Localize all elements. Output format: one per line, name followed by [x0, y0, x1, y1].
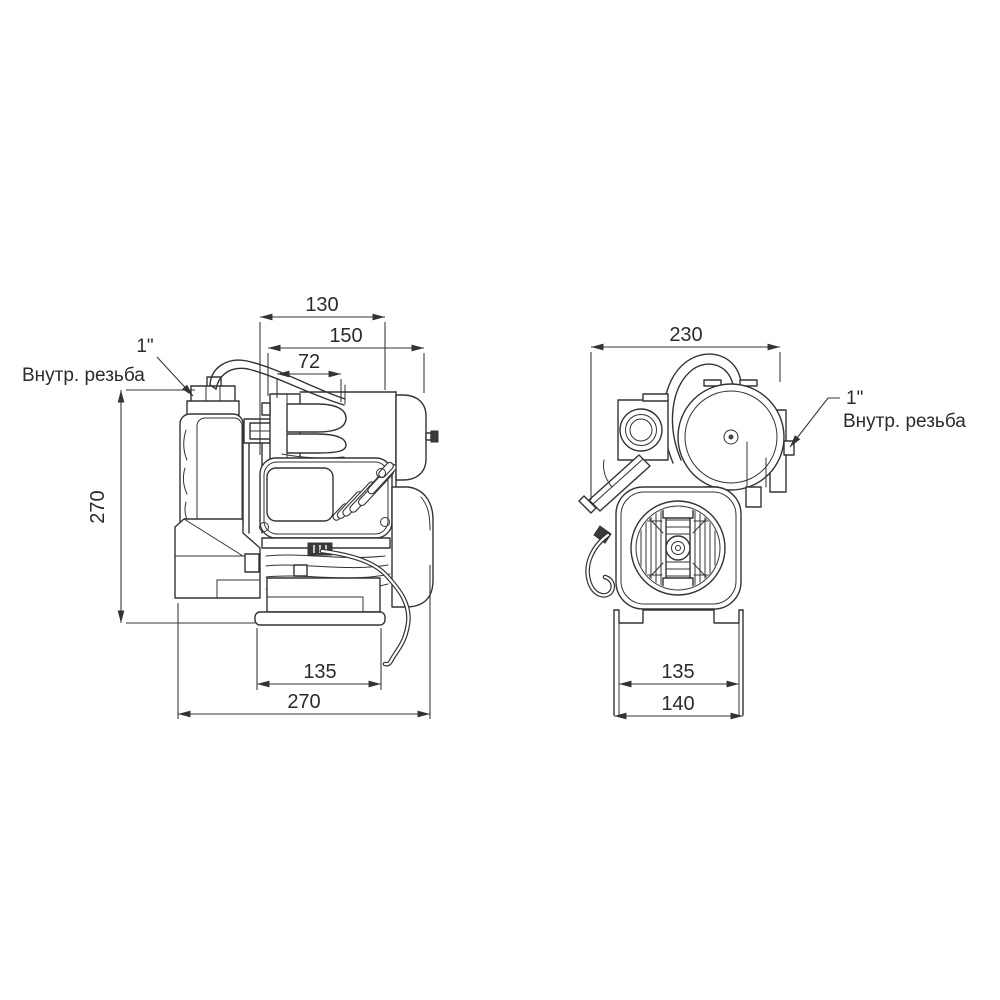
pressure-tank-side	[395, 394, 439, 481]
dim-base-135-left: 135	[256, 628, 382, 690]
dim-130-value: 130	[305, 294, 338, 316]
thread-size-left: 1"	[136, 336, 153, 357]
dim-230: 230	[590, 324, 781, 500]
dim-140: 140	[614, 693, 743, 720]
front-view: 230 135 140 1" Внутр. резьба	[578, 324, 966, 720]
thread-callout-right: 1" Внутр. резьба	[789, 388, 966, 448]
base-front	[613, 609, 744, 716]
thread-callout-left: 1" Внутр. резьба	[22, 336, 194, 397]
pedestal-bracket	[174, 518, 261, 599]
ejector-cover	[281, 403, 347, 459]
motor-end-cap	[391, 486, 434, 608]
screw	[380, 517, 390, 527]
dim-150: 150	[267, 325, 425, 396]
thread-label-left: Внутр. резьба	[22, 365, 145, 386]
power-cable	[319, 548, 411, 667]
inlet-rings	[617, 393, 669, 461]
tank-valve-nipple	[430, 430, 439, 443]
handle-tube	[209, 359, 346, 406]
handle-bar-end	[578, 454, 651, 514]
screw	[376, 468, 386, 478]
thread-size-right: 1"	[846, 388, 863, 409]
dim-base-135-right: 135	[619, 661, 739, 688]
filter-canister	[179, 376, 244, 534]
dim-length-270: 270	[177, 565, 431, 719]
dim-130: 130	[259, 294, 386, 455]
dim-base-feet-front-value: 135	[661, 661, 694, 683]
dim-length-value: 270	[287, 691, 320, 713]
dim-72: 72	[276, 351, 342, 402]
dim-height-270: 270	[87, 389, 255, 624]
control-display	[266, 467, 334, 522]
control-box	[259, 457, 397, 556]
dim-150-value: 150	[329, 325, 362, 347]
motor-foot	[254, 577, 386, 626]
pressure-tank-front	[677, 379, 785, 491]
power-cable-front	[585, 532, 616, 598]
dim-base-width-value: 140	[661, 693, 694, 715]
dim-72-value: 72	[298, 351, 320, 373]
screw	[259, 522, 269, 532]
dim-230-value: 230	[669, 324, 702, 346]
side-view: 130 150 72 270 135	[22, 294, 439, 719]
dim-base-feet-value: 135	[303, 661, 336, 683]
dim-height-value: 270	[87, 490, 109, 523]
fan-shroud	[615, 486, 742, 610]
drain-port	[244, 553, 260, 573]
thread-label-right: Внутр. резьба	[843, 411, 966, 432]
